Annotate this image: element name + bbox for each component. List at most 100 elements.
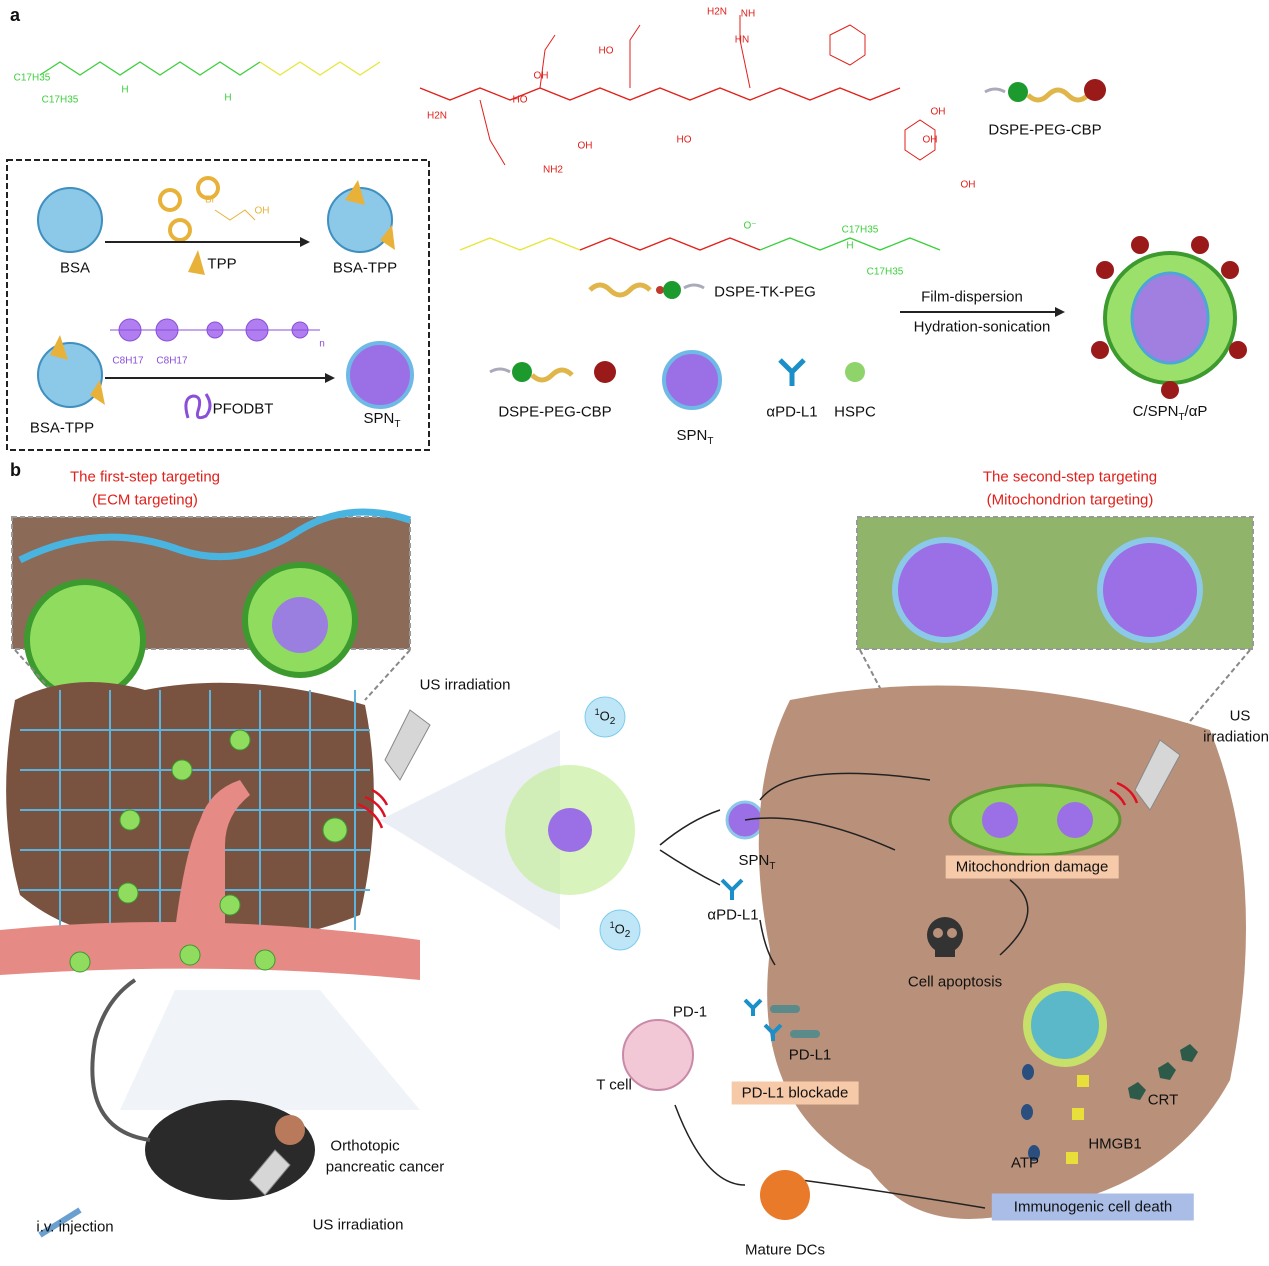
dspe-tk-peg-label: DSPE-TK-PEG: [714, 283, 816, 301]
mature-dcs-label: Mature DCs: [744, 1241, 826, 1259]
tumor-tissue: [6, 682, 374, 942]
orthotopic-label: Orthotopic: [330, 1137, 400, 1155]
chem-atom-label: C8H17: [112, 355, 144, 367]
product-label: C/SPNT/αP: [1133, 403, 1208, 423]
film-dispersion-label: Film-dispersion: [921, 288, 1023, 306]
us-irradiation-label: US irradiation: [419, 676, 511, 694]
singlet-oxygen-icon: [584, 696, 626, 738]
bsa-tpp-label-2: BSA-TPP: [29, 419, 95, 437]
peg-structure: [259, 61, 381, 76]
mitochondrion: [948, 783, 1122, 857]
pd-l1-blockade-box: PD-L1 blockade: [731, 1081, 859, 1105]
chem-atom-label: NH: [740, 8, 756, 20]
subscript: T: [394, 419, 401, 430]
antibody-icon: [778, 358, 806, 386]
chem-atom-label: Br: [205, 194, 215, 206]
o: O: [614, 921, 625, 937]
spn-t-label: SPNT: [364, 410, 401, 430]
chem-atom-label: OH: [930, 106, 946, 118]
chem-atom-label: HO: [598, 45, 614, 57]
hydration-sonication-label: Hydration-sonication: [913, 318, 1051, 336]
irradiation-label-right: irradiation: [1203, 728, 1269, 746]
chem-atom-label: OH: [960, 179, 976, 191]
crt-label: CRT: [1147, 1091, 1179, 1109]
chem-atom-label: C17H35: [41, 94, 79, 106]
iv-injection-label: i.v. injection: [36, 1218, 114, 1236]
hmgb1-label: HMGB1: [1088, 1135, 1142, 1153]
pd-l1-blockade-group: [743, 998, 820, 1041]
skull-icon: [927, 917, 963, 957]
chem-atom-label: HO: [512, 94, 528, 106]
chem-atom-label: HN: [734, 34, 750, 46]
chem-atom-label: H2N: [426, 110, 448, 122]
chem-atom-label: H: [224, 92, 232, 104]
cbp-peptide-icon: [1084, 79, 1106, 101]
spn-t-label-b: SPNT: [739, 852, 776, 872]
legend-spn-icon: [662, 350, 722, 410]
subscript: T: [769, 861, 776, 872]
us-irradiation-mouse-label: US irradiation: [312, 1216, 404, 1234]
mouse: [145, 1100, 315, 1200]
legend-hspc: HSPC: [834, 403, 876, 421]
first-step-subtitle: (ECM targeting): [92, 491, 198, 509]
synthesis-dashed-box: [6, 159, 430, 451]
spn-text: SPN: [363, 410, 395, 427]
legend-spn-t: SPNT: [677, 427, 714, 447]
sup: 1: [609, 920, 615, 931]
chem-atom-label: NH2: [542, 164, 564, 176]
chem-atom-label: OH: [533, 70, 549, 82]
spn-t-icon: [346, 341, 414, 409]
hmgb1-icon: [1077, 1075, 1089, 1087]
subscript: T: [707, 436, 714, 447]
nucleus: [1023, 983, 1107, 1067]
o: O: [599, 708, 610, 724]
bsa-tpp-icon-2: [37, 342, 103, 408]
product-suffix: /αP: [1184, 403, 1208, 420]
atp-icon: [1022, 1064, 1034, 1080]
singlet-oxygen-label: 1O2: [595, 707, 616, 727]
lipid-head-icon: [1008, 82, 1028, 102]
sub: 2: [609, 715, 616, 727]
chem-atom-label: C17H35: [841, 224, 879, 236]
sup: 1: [594, 707, 600, 718]
second-step-title: The second-step targeting: [982, 468, 1158, 486]
tk-linker-icon: [656, 286, 664, 294]
immunogenic-cell-death-box: Immunogenic cell death: [991, 1193, 1195, 1221]
dspe-peg-cbp-label: DSPE-PEG-CBP: [988, 121, 1102, 139]
spn-text: SPN: [676, 427, 708, 444]
chem-atom-label: H2N: [706, 6, 728, 18]
singlet-oxygen-label-2: 1O2: [610, 920, 631, 940]
bsa-tpp-label: BSA-TPP: [332, 259, 398, 277]
apd-l1-label-b: αPD-L1: [707, 906, 759, 924]
product-text: C/SPN: [1132, 403, 1179, 420]
crt-icon: [1128, 1082, 1146, 1100]
chem-atom-label: C17H35: [866, 266, 904, 278]
pancreatic-cancer-label: pancreatic cancer: [325, 1158, 445, 1176]
tpp-label: TPP: [207, 255, 237, 273]
blood-vessel: [0, 922, 420, 980]
legend-apd-l1: αPD-L1: [766, 403, 818, 421]
chem-atom-label: OH: [254, 205, 270, 217]
chem-atom-label: OH: [922, 134, 938, 146]
t-cell-label: T cell: [596, 1076, 632, 1094]
mature-dc: [760, 1170, 810, 1220]
bsa-protein-icon: [37, 187, 103, 253]
chem-atom-label: H: [121, 84, 129, 96]
t-cell: [622, 1019, 694, 1091]
us-label-right: US: [1229, 707, 1251, 725]
us-probe-icon-2: [1134, 739, 1181, 811]
chem-atom-label: HO: [676, 134, 692, 146]
subscript: T: [1178, 412, 1185, 423]
chem-atom-label: n: [319, 338, 325, 350]
singlet-oxygen-icon-2: [599, 909, 641, 951]
pd-1-label: PD-1: [672, 1003, 708, 1021]
mitochondrion-damage-box: Mitochondrion damage: [945, 855, 1119, 879]
chem-atom-label: O⁻: [743, 220, 757, 232]
pfodbt-label: PFODBT: [212, 400, 274, 418]
tpp-icon: [188, 250, 205, 275]
atp-label: ATP: [1010, 1154, 1040, 1172]
second-step-subtitle: (Mitochondrion targeting): [986, 491, 1154, 509]
cell-apoptosis-label: Cell apoptosis: [907, 973, 1003, 991]
